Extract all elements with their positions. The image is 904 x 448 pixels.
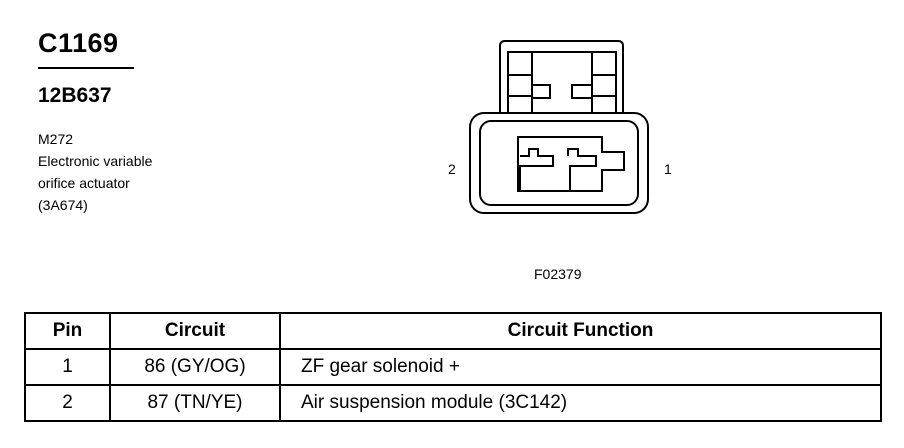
- column-header-pin: Pin: [24, 312, 111, 350]
- figure-reference: F02379: [534, 266, 582, 282]
- table-row: 2 87 (TN/YE) Air suspension module (3C14…: [24, 384, 882, 422]
- function-cell: ZF gear solenoid +: [279, 348, 882, 386]
- circuit-cell: 87 (TN/YE): [109, 384, 281, 422]
- table-header-row: Pin Circuit Circuit Function: [24, 312, 882, 350]
- column-header-function: Circuit Function: [279, 312, 882, 350]
- title-underline: [38, 67, 134, 69]
- component-description: M272 Electronic variable orifice actuato…: [38, 128, 152, 216]
- terminal-cavity-inner: [567, 148, 597, 191]
- terminal-cavity: [517, 136, 625, 192]
- description-line: M272: [38, 131, 74, 147]
- column-header-circuit: Circuit: [109, 312, 281, 350]
- connector-inner-shell: [479, 120, 639, 206]
- part-number: 12B637: [38, 84, 112, 107]
- circuit-cell: 86 (GY/OG): [109, 348, 281, 386]
- connector-outer-shell: [469, 112, 649, 214]
- pin-cell: 2: [24, 384, 111, 422]
- pin-cell: 1: [24, 348, 111, 386]
- description-line: Electronic variable: [38, 153, 153, 169]
- description-line: (3A674): [38, 197, 88, 213]
- table-row: 1 86 (GY/OG) ZF gear solenoid +: [24, 348, 882, 386]
- description-line: orifice actuator: [38, 175, 130, 191]
- latch-inner-outline: [507, 51, 617, 113]
- pinout-table: Pin Circuit Circuit Function 1 86 (GY/OG…: [24, 312, 882, 422]
- connector-id: C1169: [38, 28, 119, 58]
- connector-diagram: [469, 40, 649, 214]
- terminal-cavity-inner: [519, 148, 554, 191]
- function-cell: Air suspension module (3C142): [279, 384, 882, 422]
- connector-latch: [499, 40, 624, 113]
- pin-label-1: 1: [664, 161, 672, 177]
- latch-window: [531, 84, 551, 99]
- latch-window: [571, 84, 593, 99]
- pin-label-2: 2: [448, 161, 456, 177]
